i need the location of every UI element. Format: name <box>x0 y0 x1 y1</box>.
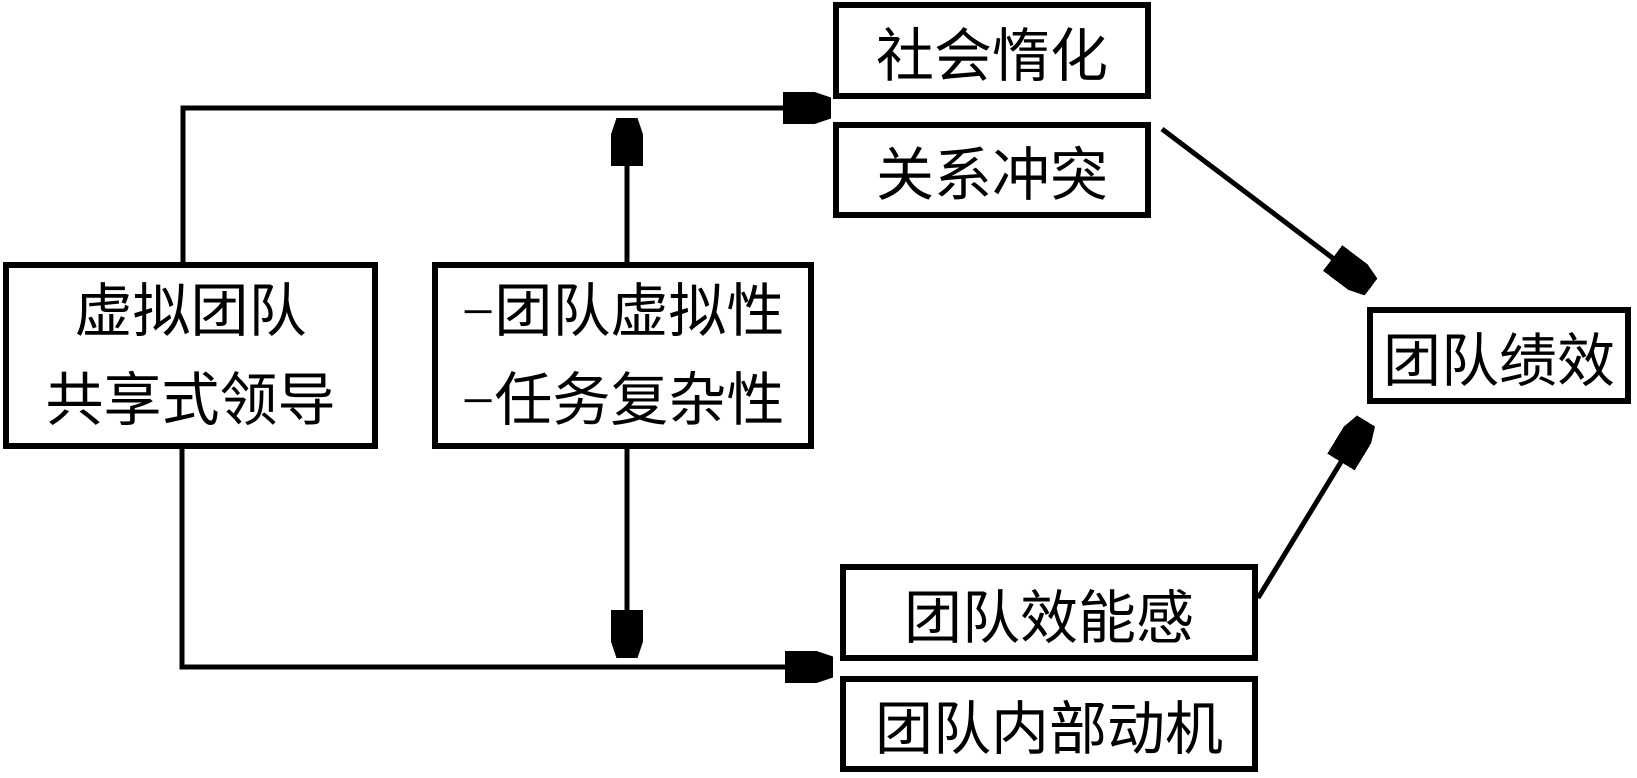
arrow-upper-mediators-to-performance <box>1160 127 1371 287</box>
node-label: 社会惰化 <box>875 23 1108 89</box>
node-label-line: −团队虚拟性 <box>461 278 785 344</box>
node-shared-leadership: 虚拟团队 共享式领导 <box>3 262 378 449</box>
arrow-leadership-to-lower-mediators <box>179 445 833 667</box>
arrow-lower-mediators-to-performance <box>1255 421 1366 600</box>
node-team-motivation: 团队内部动机 <box>840 676 1258 772</box>
node-team-efficacy: 团队效能感 <box>840 564 1258 661</box>
node-label: 团队内部动机 <box>874 697 1223 762</box>
node-moderators: −团队虚拟性 −任务复杂性 <box>432 262 814 449</box>
node-label: 关系冲突 <box>875 143 1108 208</box>
arrow-leadership-to-upper-mediators <box>180 108 831 266</box>
node-label-line: 虚拟团队 <box>74 278 307 344</box>
node-social-loafing: 社会惰化 <box>833 2 1151 99</box>
node-relationship-conflict: 关系冲突 <box>833 122 1151 218</box>
node-label: 团队绩效 <box>1382 328 1615 394</box>
node-label-line: −任务复杂性 <box>461 367 785 433</box>
node-team-performance: 团队绩效 <box>1367 307 1631 404</box>
node-label-line: 共享式领导 <box>45 367 336 433</box>
node-label: 团队效能感 <box>903 585 1194 651</box>
